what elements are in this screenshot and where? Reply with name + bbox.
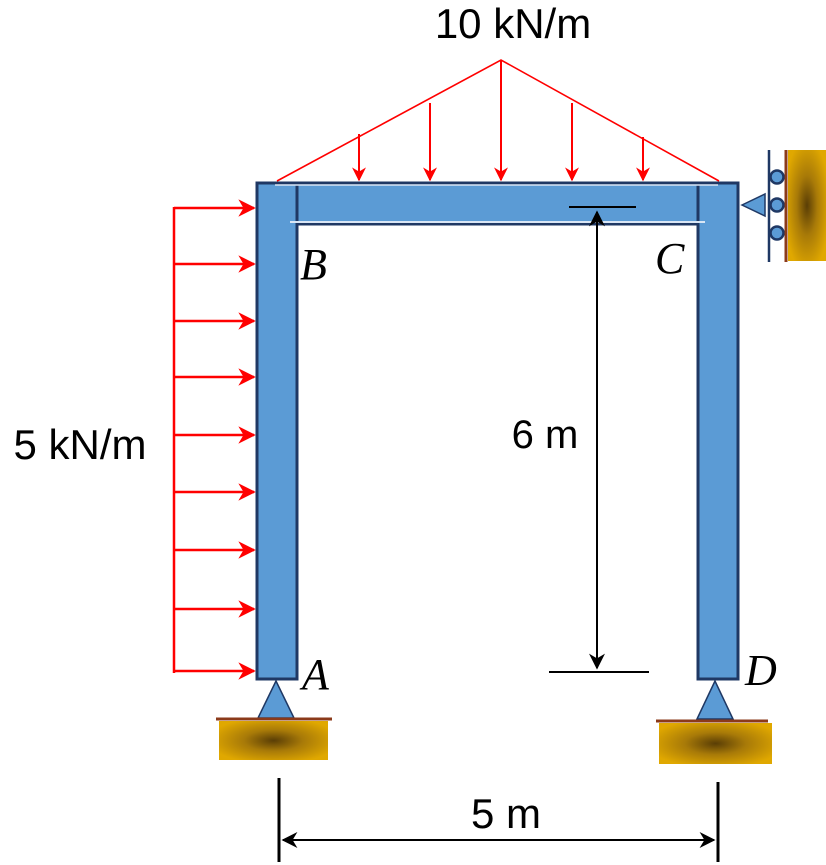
beam-bc bbox=[255, 181, 740, 226]
triangular-load: 10 kN/m bbox=[276, 0, 720, 182]
pin-support-a bbox=[216, 679, 332, 760]
roller-2 bbox=[769, 197, 785, 213]
roller-1 bbox=[769, 169, 785, 185]
triangular-load-outline bbox=[276, 59, 720, 182]
height-label-bg bbox=[495, 408, 590, 460]
node-label-a: A bbox=[299, 650, 330, 699]
node-labels: B C A D bbox=[299, 234, 777, 699]
height-label: 6 m bbox=[512, 413, 579, 457]
joint-fill-b bbox=[259, 185, 295, 222]
node-label-c: C bbox=[655, 234, 685, 283]
height-dimension: 6 m bbox=[495, 206, 649, 673]
joint-fill-c bbox=[700, 185, 736, 222]
pin-support-d bbox=[656, 679, 772, 764]
pin-support-d-ground bbox=[659, 723, 772, 764]
roller-support-c bbox=[740, 150, 826, 262]
roller-support-c-wall bbox=[788, 150, 826, 261]
pin-support-a-ground bbox=[219, 721, 328, 760]
pin-support-a-triangle bbox=[256, 679, 296, 719]
uniform-load: 5 kN/m bbox=[13, 199, 256, 680]
pin-support-d-triangle bbox=[695, 679, 735, 720]
left-load-label: 5 kN/m bbox=[13, 421, 146, 468]
span-label: 5 m bbox=[471, 790, 541, 837]
frame-members bbox=[255, 181, 740, 681]
column-ab bbox=[255, 181, 299, 681]
node-label-b: B bbox=[300, 240, 327, 289]
node-label-d: D bbox=[744, 646, 777, 695]
top-load-label: 10 kN/m bbox=[435, 0, 591, 47]
span-dimension: 5 m bbox=[277, 778, 720, 862]
roller-support-c-triangle bbox=[740, 192, 766, 218]
column-cd bbox=[696, 181, 740, 681]
roller-3 bbox=[769, 225, 785, 241]
